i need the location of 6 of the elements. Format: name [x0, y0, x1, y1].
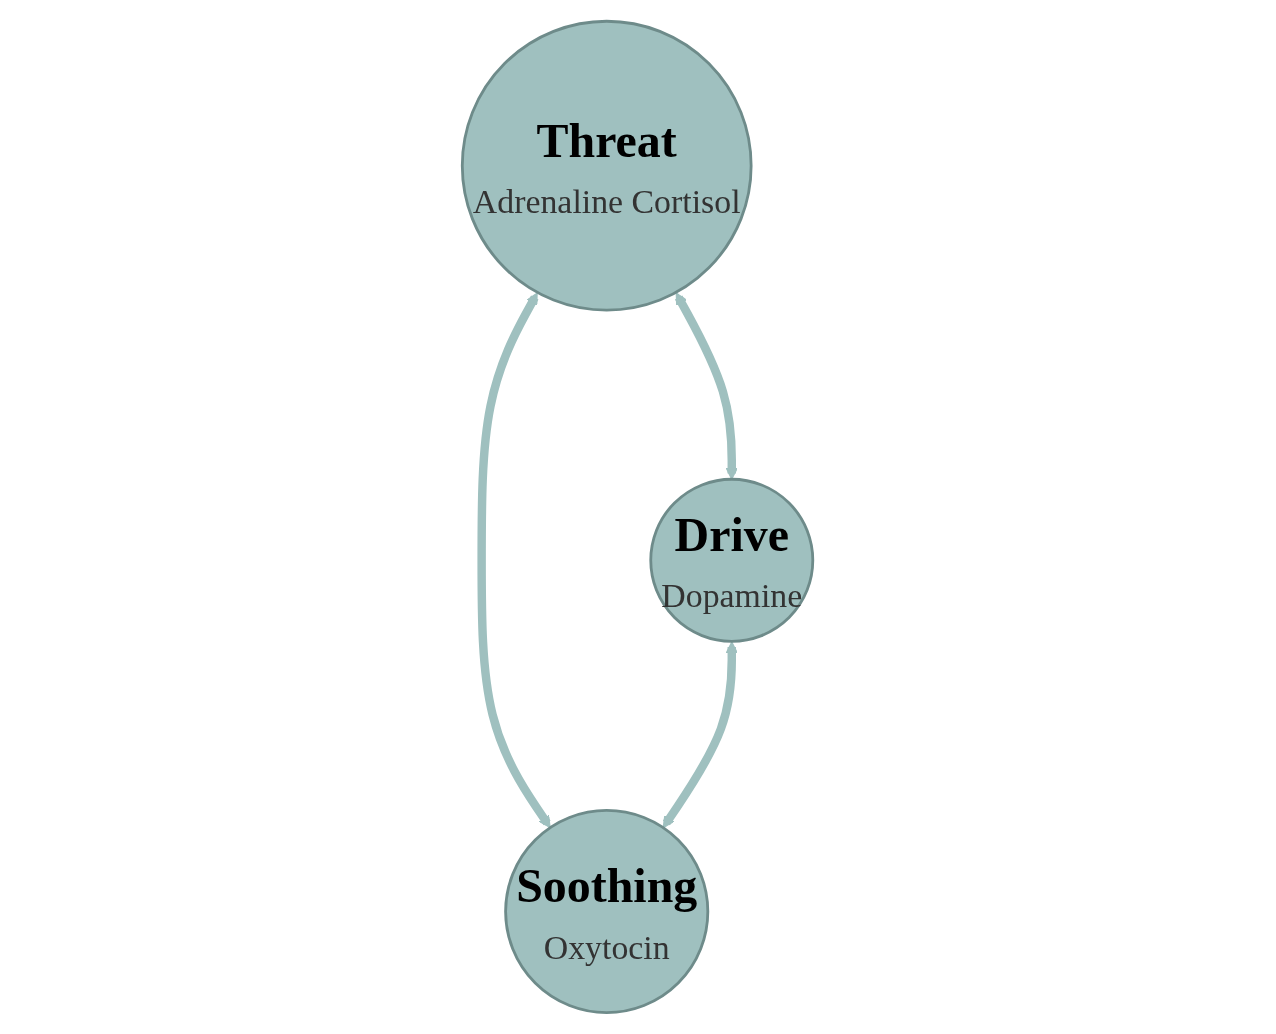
arrow [477, 292, 552, 829]
arrow [675, 292, 739, 480]
node-circle: Threat Adrenaline Cortisol [461, 19, 753, 312]
node-circle: Drive Dopamine [649, 477, 815, 643]
arrow [663, 641, 739, 829]
node-circle: Soothing Oxytocin [504, 809, 710, 1015]
